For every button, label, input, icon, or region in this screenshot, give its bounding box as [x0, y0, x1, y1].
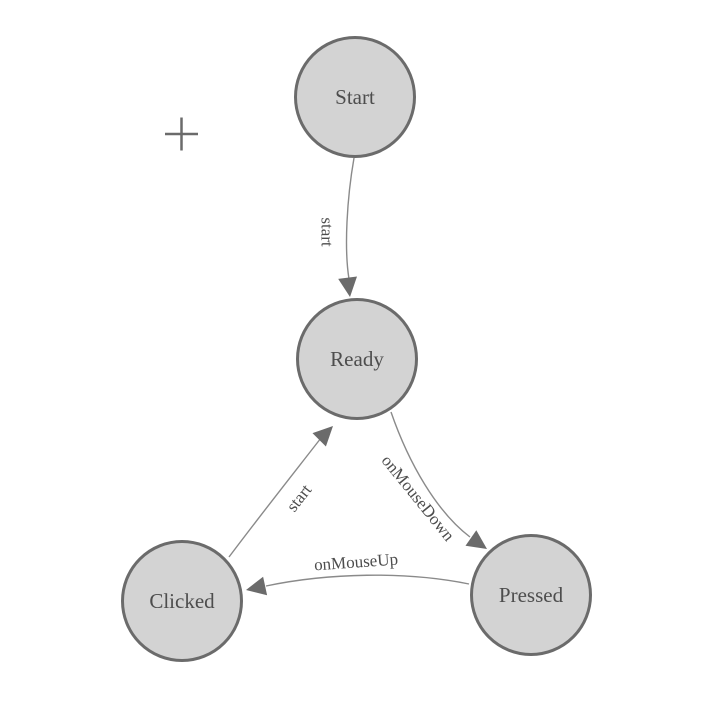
state-node-start[interactable]: Start	[294, 36, 416, 158]
transition-edge-clicked-to-ready[interactable]: start	[228, 426, 333, 558]
edge-label: start	[283, 480, 316, 515]
node-label: Start	[335, 85, 375, 109]
transition-edge-start-to-ready[interactable]: start	[318, 157, 358, 297]
edge-arrowhead	[338, 276, 357, 297]
edge-arrowhead	[246, 576, 268, 596]
node-circle	[294, 36, 416, 158]
edge-path	[265, 574, 470, 587]
transition-edge-ready-to-pressed[interactable]: onMouseDown	[378, 411, 487, 549]
transition-edge-pressed-to-clicked[interactable]: onMouseUp	[246, 550, 470, 596]
state-node-clicked[interactable]: Clicked	[121, 540, 243, 662]
node-label: Ready	[330, 347, 384, 371]
edge-label: start	[318, 217, 337, 247]
state-node-ready[interactable]: Ready	[296, 298, 418, 420]
edge-path	[228, 437, 322, 558]
edge-path	[345, 157, 355, 280]
edge-label: onMouseUp	[313, 550, 398, 575]
node-circle	[296, 298, 418, 420]
node-label: Clicked	[149, 589, 215, 613]
node-label: Pressed	[499, 583, 564, 607]
edge-label: onMouseDown	[378, 451, 459, 545]
node-circle	[470, 534, 592, 656]
edge-arrowhead	[465, 530, 487, 549]
edge-path	[390, 411, 471, 538]
state-node-pressed[interactable]: Pressed	[470, 534, 592, 656]
edge-arrowhead	[312, 426, 333, 447]
node-circle	[121, 540, 243, 662]
plus-icon	[165, 117, 198, 151]
